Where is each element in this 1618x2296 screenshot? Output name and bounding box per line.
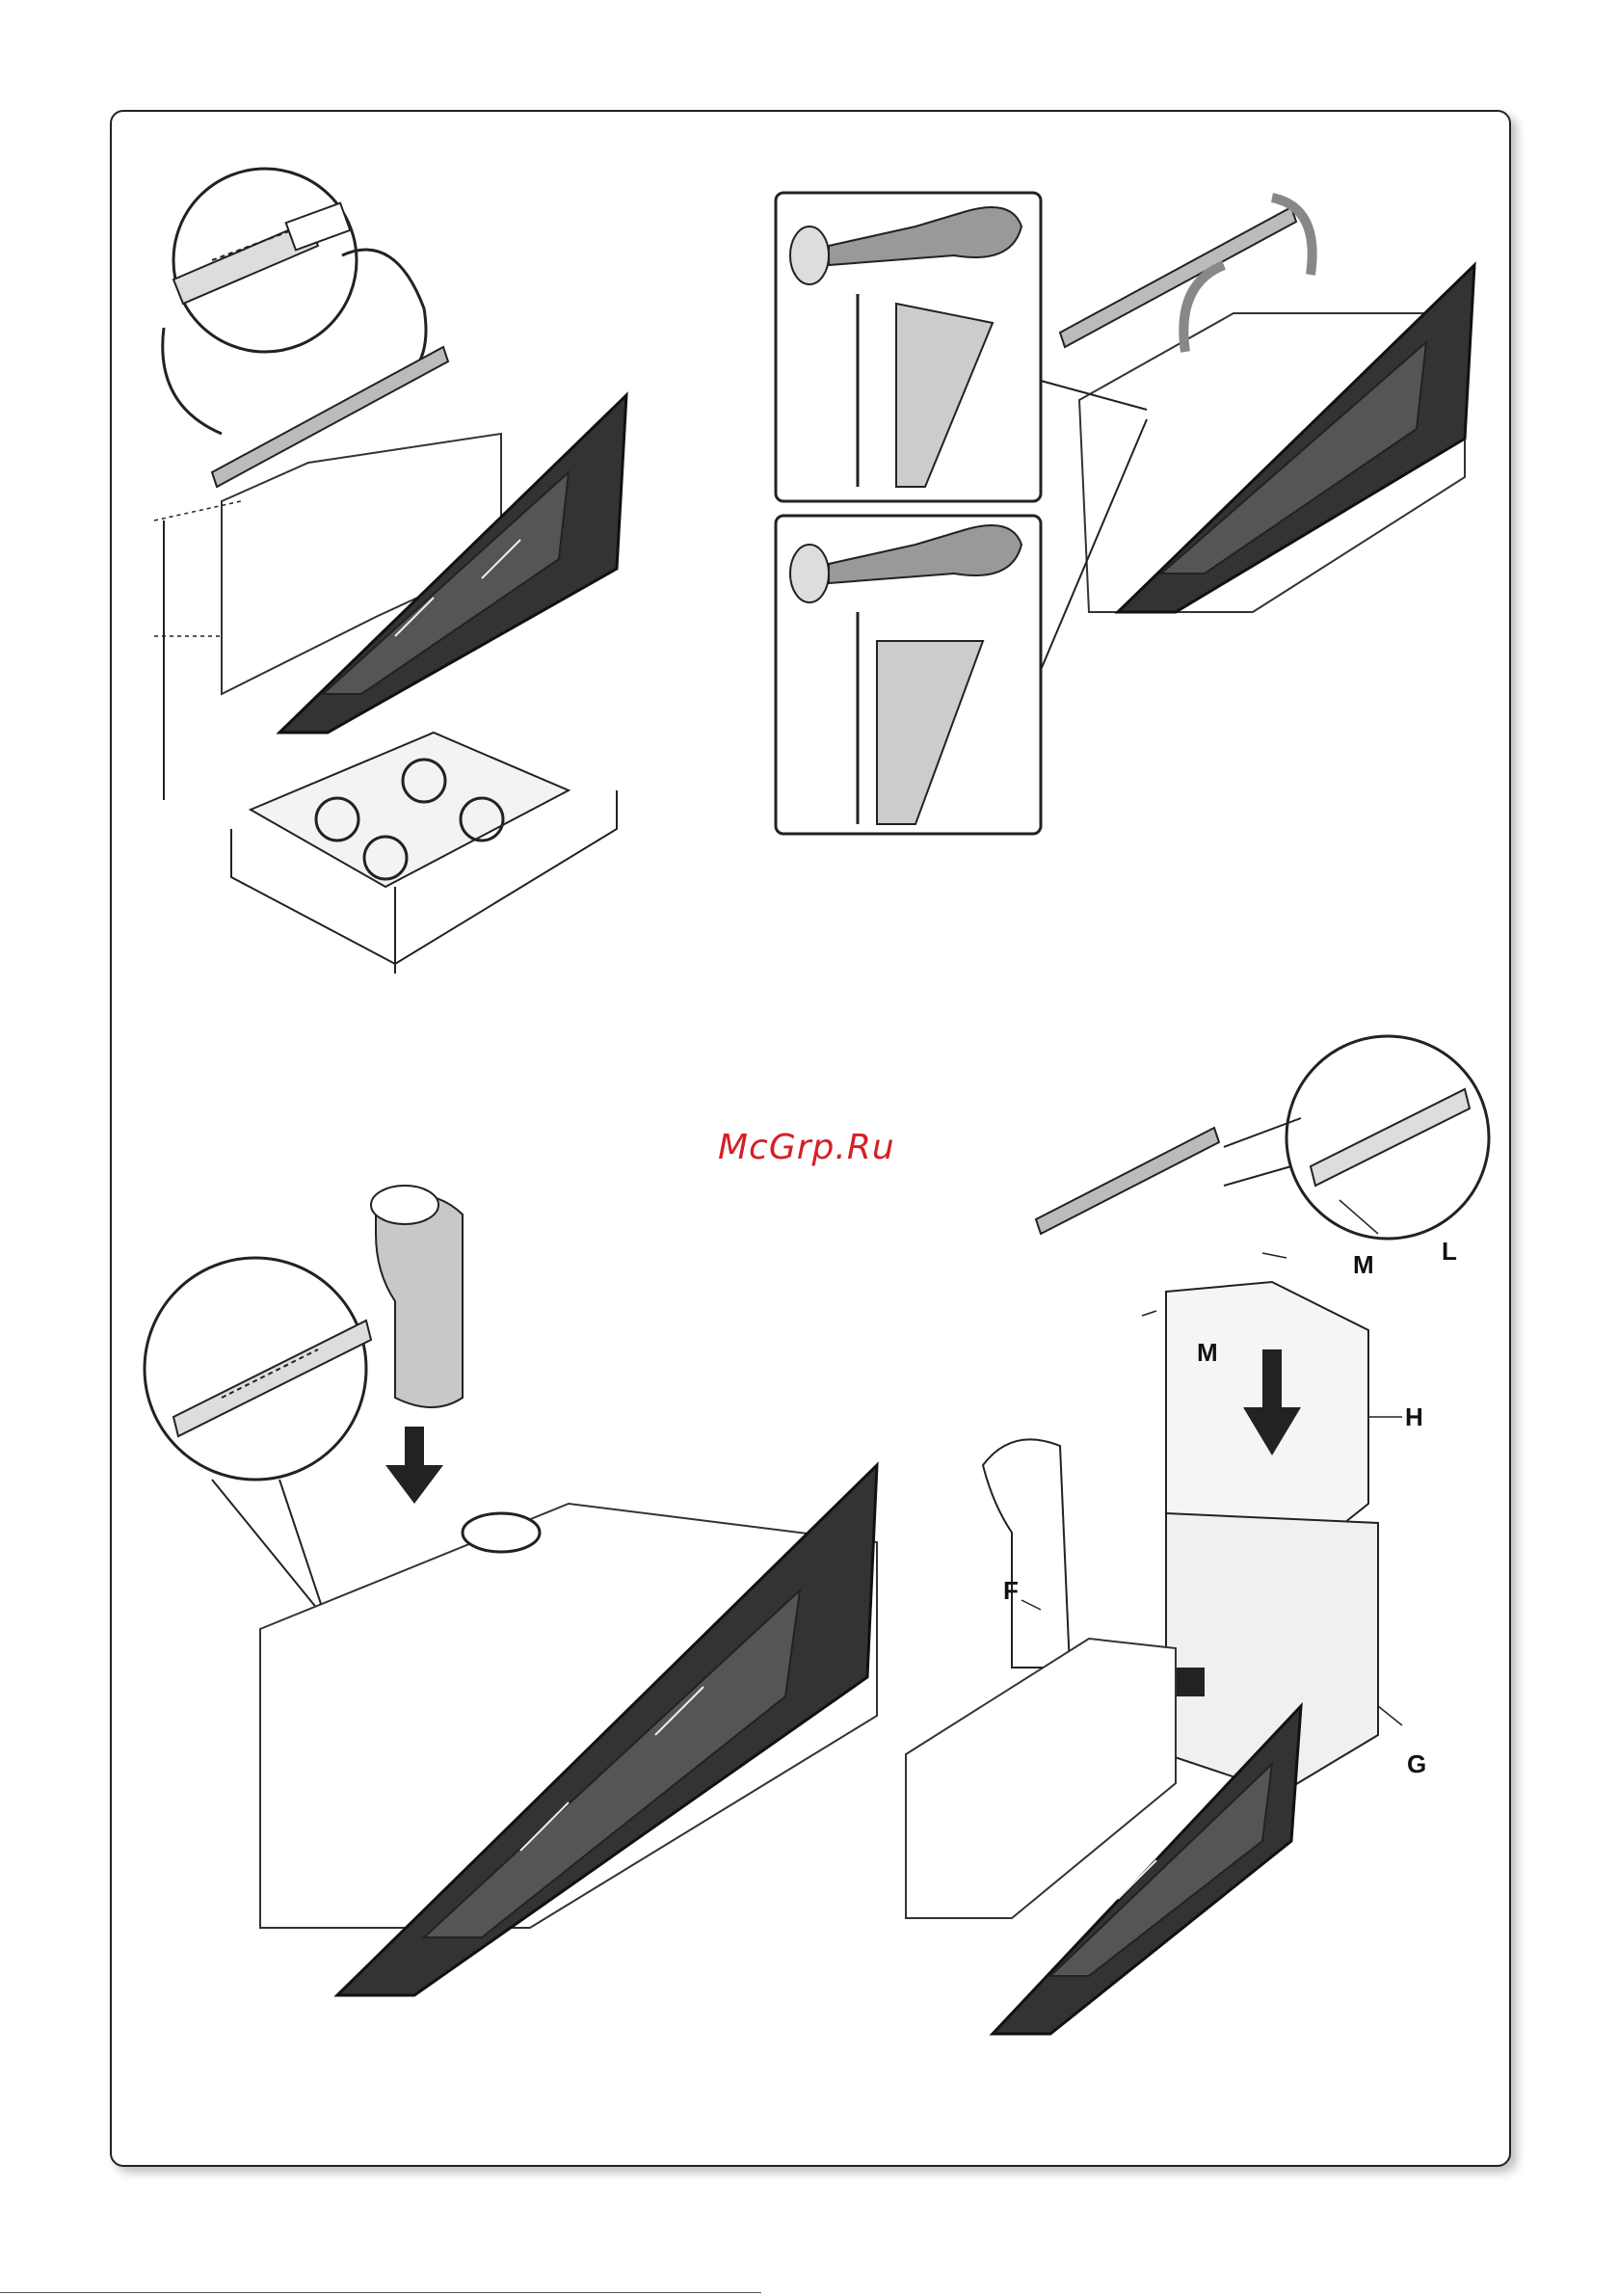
part-label-m-side: M: [1197, 1338, 1218, 1368]
part-label-h: H: [1405, 1402, 1423, 1432]
figure-bracket-adjustment: [771, 188, 1484, 843]
footer-rule: [0, 2292, 761, 2293]
figure-chimney-assembly: [896, 1031, 1484, 2043]
part-label-m-top: M: [1353, 1250, 1374, 1280]
detail-circle: [145, 1258, 366, 1480]
watermark-text: McGrp.Ru: [718, 1128, 895, 1167]
duct-connection-illustration: [145, 1176, 877, 2024]
figure-hood-bracket-mounting: [145, 154, 646, 974]
hood-bracket-illustration: [145, 154, 646, 974]
part-label-g: G: [1407, 1749, 1426, 1779]
part-label-l: L: [1442, 1237, 1457, 1267]
figure-duct-connection: [145, 1176, 877, 2024]
part-label-f: F: [1003, 1576, 1019, 1606]
bracket-adjustment-illustration: [771, 188, 1484, 843]
chimney-assembly-illustration: [896, 1031, 1484, 2043]
